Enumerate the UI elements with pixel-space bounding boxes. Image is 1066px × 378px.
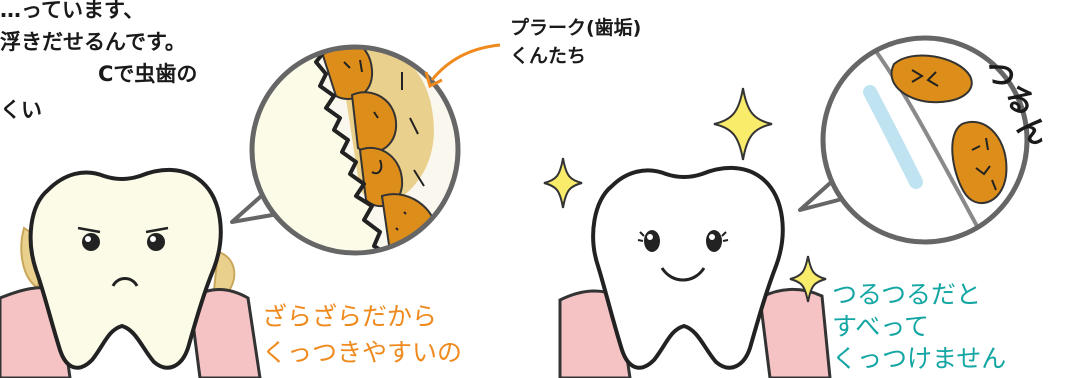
right-tooth <box>593 168 783 368</box>
intro-line-3: Cで虫歯の <box>98 64 197 85</box>
right-caption-line-1: つるつるだと <box>832 282 981 307</box>
intro-line-2: 浮きだせるんです。 <box>0 32 186 53</box>
left-tooth <box>31 170 221 368</box>
left-eye <box>82 233 100 251</box>
plaque-label-line-2: くんたち <box>510 47 586 66</box>
right-caption-line-2: すべって <box>832 314 929 339</box>
left-caption-line-1: ざらざらだから <box>262 304 437 329</box>
right-caption-line-3: くっつけません <box>832 346 1006 371</box>
left-magnifier-bubble <box>232 30 500 270</box>
plaque-pointer-arrow <box>432 45 500 80</box>
right-tooth-left-eye <box>644 230 660 252</box>
right-tooth-scene <box>560 168 830 378</box>
plaque-label-line-1: プラーク(歯垢) <box>510 19 641 38</box>
sparkle-left <box>544 158 582 208</box>
left-caption-line-2: くっつきやすいの <box>262 340 462 365</box>
intro-line-1: …っています、 <box>0 0 144 21</box>
left-tooth-scene <box>0 170 260 378</box>
right-tooth-right-eye <box>706 230 722 252</box>
sparkle-large <box>714 88 772 160</box>
intro-line-4: くい <box>0 100 42 121</box>
right-eye <box>147 233 165 251</box>
